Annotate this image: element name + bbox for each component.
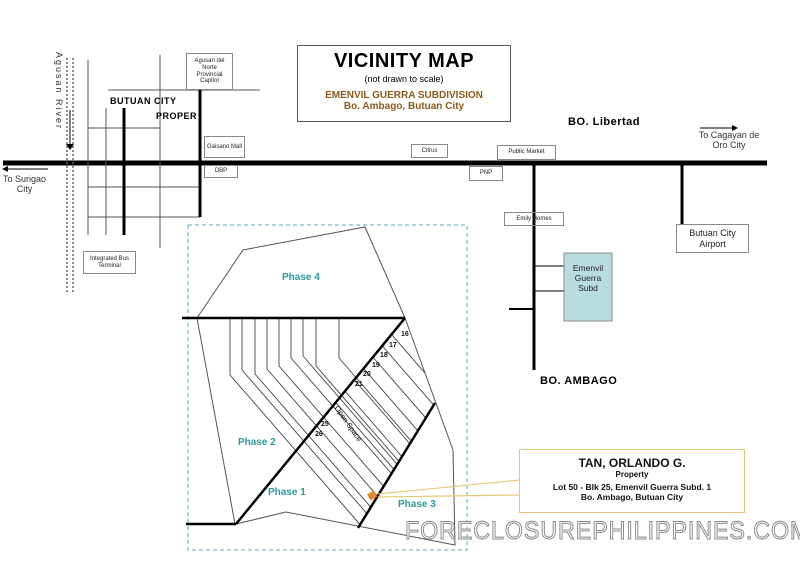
lot-21: 21 bbox=[355, 381, 363, 388]
lot-19: 19 bbox=[372, 362, 380, 369]
property-box: TAN, ORLANDO G. Property Lot 50 - Blk 25… bbox=[519, 449, 745, 513]
phase-3-label: Phase 3 bbox=[398, 499, 436, 510]
map-title: VICINITY MAP bbox=[333, 50, 475, 72]
river-flow-arrow bbox=[66, 110, 74, 150]
landmark-bus-terminal: Integrated Bus Terminal bbox=[83, 251, 136, 274]
to-surigao-label: To Surigao City bbox=[2, 174, 47, 194]
ambago-roads bbox=[509, 163, 684, 370]
landmark-subd: Emenvil Guerra Subd bbox=[572, 263, 604, 293]
lot-16: 16 bbox=[401, 331, 409, 338]
property-pointer bbox=[377, 479, 521, 498]
lot-line bbox=[391, 334, 426, 374]
libertad-label: BO. Libertad bbox=[568, 116, 641, 128]
property-address: Bo. Ambago, Butuan City bbox=[580, 492, 684, 502]
lot-line bbox=[229, 318, 361, 525]
emenvil-subd-block bbox=[563, 252, 613, 322]
subdivision-location: Bo. Ambago, Butuan City bbox=[343, 101, 465, 112]
landmark-pnp: PNP bbox=[469, 166, 503, 181]
lot-line bbox=[353, 379, 411, 445]
lot-line bbox=[338, 318, 412, 442]
lot-line bbox=[302, 318, 398, 465]
subdivision-name: EMENVIL GUERRA SUBDIVISION bbox=[325, 90, 483, 101]
lot-line bbox=[344, 390, 403, 457]
lot-line bbox=[266, 318, 378, 497]
property-type: Property bbox=[615, 470, 649, 479]
lot-line bbox=[381, 345, 435, 406]
lot-line bbox=[335, 402, 395, 470]
lot-line bbox=[241, 318, 368, 514]
phase-1-label: Phase 1 bbox=[268, 487, 306, 498]
lot-26: 26 bbox=[315, 431, 323, 438]
property-marker bbox=[367, 490, 378, 501]
scale-note: (not drawn to scale) bbox=[364, 74, 444, 84]
landmark-public-market: Public Market bbox=[497, 145, 556, 160]
inset-frame bbox=[187, 224, 468, 551]
lot-line bbox=[372, 356, 427, 419]
property-lot: Lot 50 - Blk 25, Emenvil Guerra Subd. 1 bbox=[552, 482, 712, 492]
lot-20: 20 bbox=[363, 371, 371, 378]
arrow-right-icon bbox=[700, 125, 738, 131]
landmark-emily-homes: Emily Homes bbox=[504, 212, 564, 226]
to-cagayan-label: To Cagayan de Oro City bbox=[698, 130, 760, 150]
landmark-citrus: Citrus bbox=[411, 144, 448, 158]
ambago-label: BO. AMBAGO bbox=[540, 375, 618, 387]
title-box: VICINITY MAP (not drawn to scale) EMENVI… bbox=[297, 45, 511, 122]
river-label: Agusan River bbox=[54, 52, 64, 131]
city-label-1: BUTUAN CITY bbox=[110, 96, 177, 106]
agusan-river bbox=[66, 58, 74, 292]
landmark-airport: Butuan City Airport bbox=[676, 224, 749, 253]
landmark-gaisano: Gaisano Mall bbox=[204, 136, 245, 158]
landmark-capitol: Agusan del Norte Provincial Capitol bbox=[186, 53, 233, 90]
road-diagonal bbox=[235, 317, 406, 525]
lot-line bbox=[315, 318, 400, 462]
lot-line bbox=[290, 318, 392, 474]
arrow-left-icon bbox=[2, 166, 48, 172]
lot-line bbox=[254, 318, 372, 508]
phase-4-label: Phase 4 bbox=[282, 272, 320, 283]
road-diagonal-2 bbox=[356, 402, 437, 529]
subdivision-plan bbox=[196, 226, 456, 546]
city-label-2: PROPER bbox=[156, 111, 198, 121]
property-owner: TAN, ORLANDO G. bbox=[578, 456, 686, 470]
phase-2-label: Phase 2 bbox=[238, 437, 276, 448]
lot-line bbox=[278, 318, 384, 487]
lot-25: 25 bbox=[321, 421, 329, 428]
watermark: FORECLOSUREPHILIPPINES.COM bbox=[405, 517, 800, 546]
lot-18: 18 bbox=[380, 352, 388, 359]
lot-line bbox=[363, 368, 419, 432]
lot-17: 17 bbox=[389, 342, 397, 349]
landmark-dbp: DBP bbox=[204, 165, 238, 178]
